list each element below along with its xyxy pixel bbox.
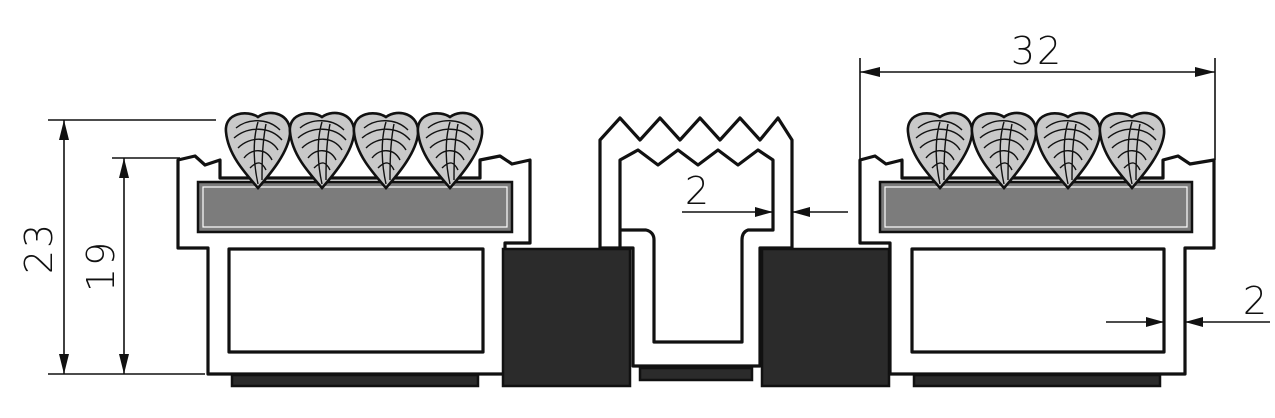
left-rubber-spacer	[501, 247, 632, 388]
dimension-profile-height: 19	[79, 157, 180, 374]
brush-tuft	[1098, 111, 1166, 190]
right-hollow-chamber	[910, 247, 1166, 354]
right-rubber-spacer	[760, 247, 891, 388]
dimension-label-2-center: 2	[685, 169, 711, 213]
right-profile	[858, 154, 1216, 388]
left-profile	[176, 154, 532, 388]
left-rubber-foot	[230, 373, 480, 388]
right-brush-tufts	[906, 111, 1166, 190]
dimension-right-wall: 2	[1106, 279, 1270, 327]
dimension-label-23: 23	[17, 222, 61, 274]
brush-tuft	[224, 111, 292, 190]
center-rubber-foot	[638, 366, 754, 382]
brush-tuft	[416, 111, 484, 190]
left-insert-strip	[196, 180, 514, 234]
center-connector-profile	[598, 116, 794, 382]
dimension-label-19: 19	[79, 240, 123, 292]
right-rubber-foot	[912, 373, 1162, 388]
dimension-label-32: 32	[1011, 29, 1063, 73]
dimension-total-height: 23	[17, 119, 216, 375]
dimension-center-wall: 2	[682, 169, 848, 217]
left-brush-tufts	[224, 111, 484, 190]
right-insert-strip	[878, 180, 1194, 234]
dimension-profile-width: 32	[859, 29, 1216, 160]
center-inner-channel	[618, 148, 775, 344]
dimension-label-2-right: 2	[1243, 279, 1269, 323]
left-hollow-chamber	[227, 247, 485, 354]
brush-tuft	[352, 111, 420, 190]
